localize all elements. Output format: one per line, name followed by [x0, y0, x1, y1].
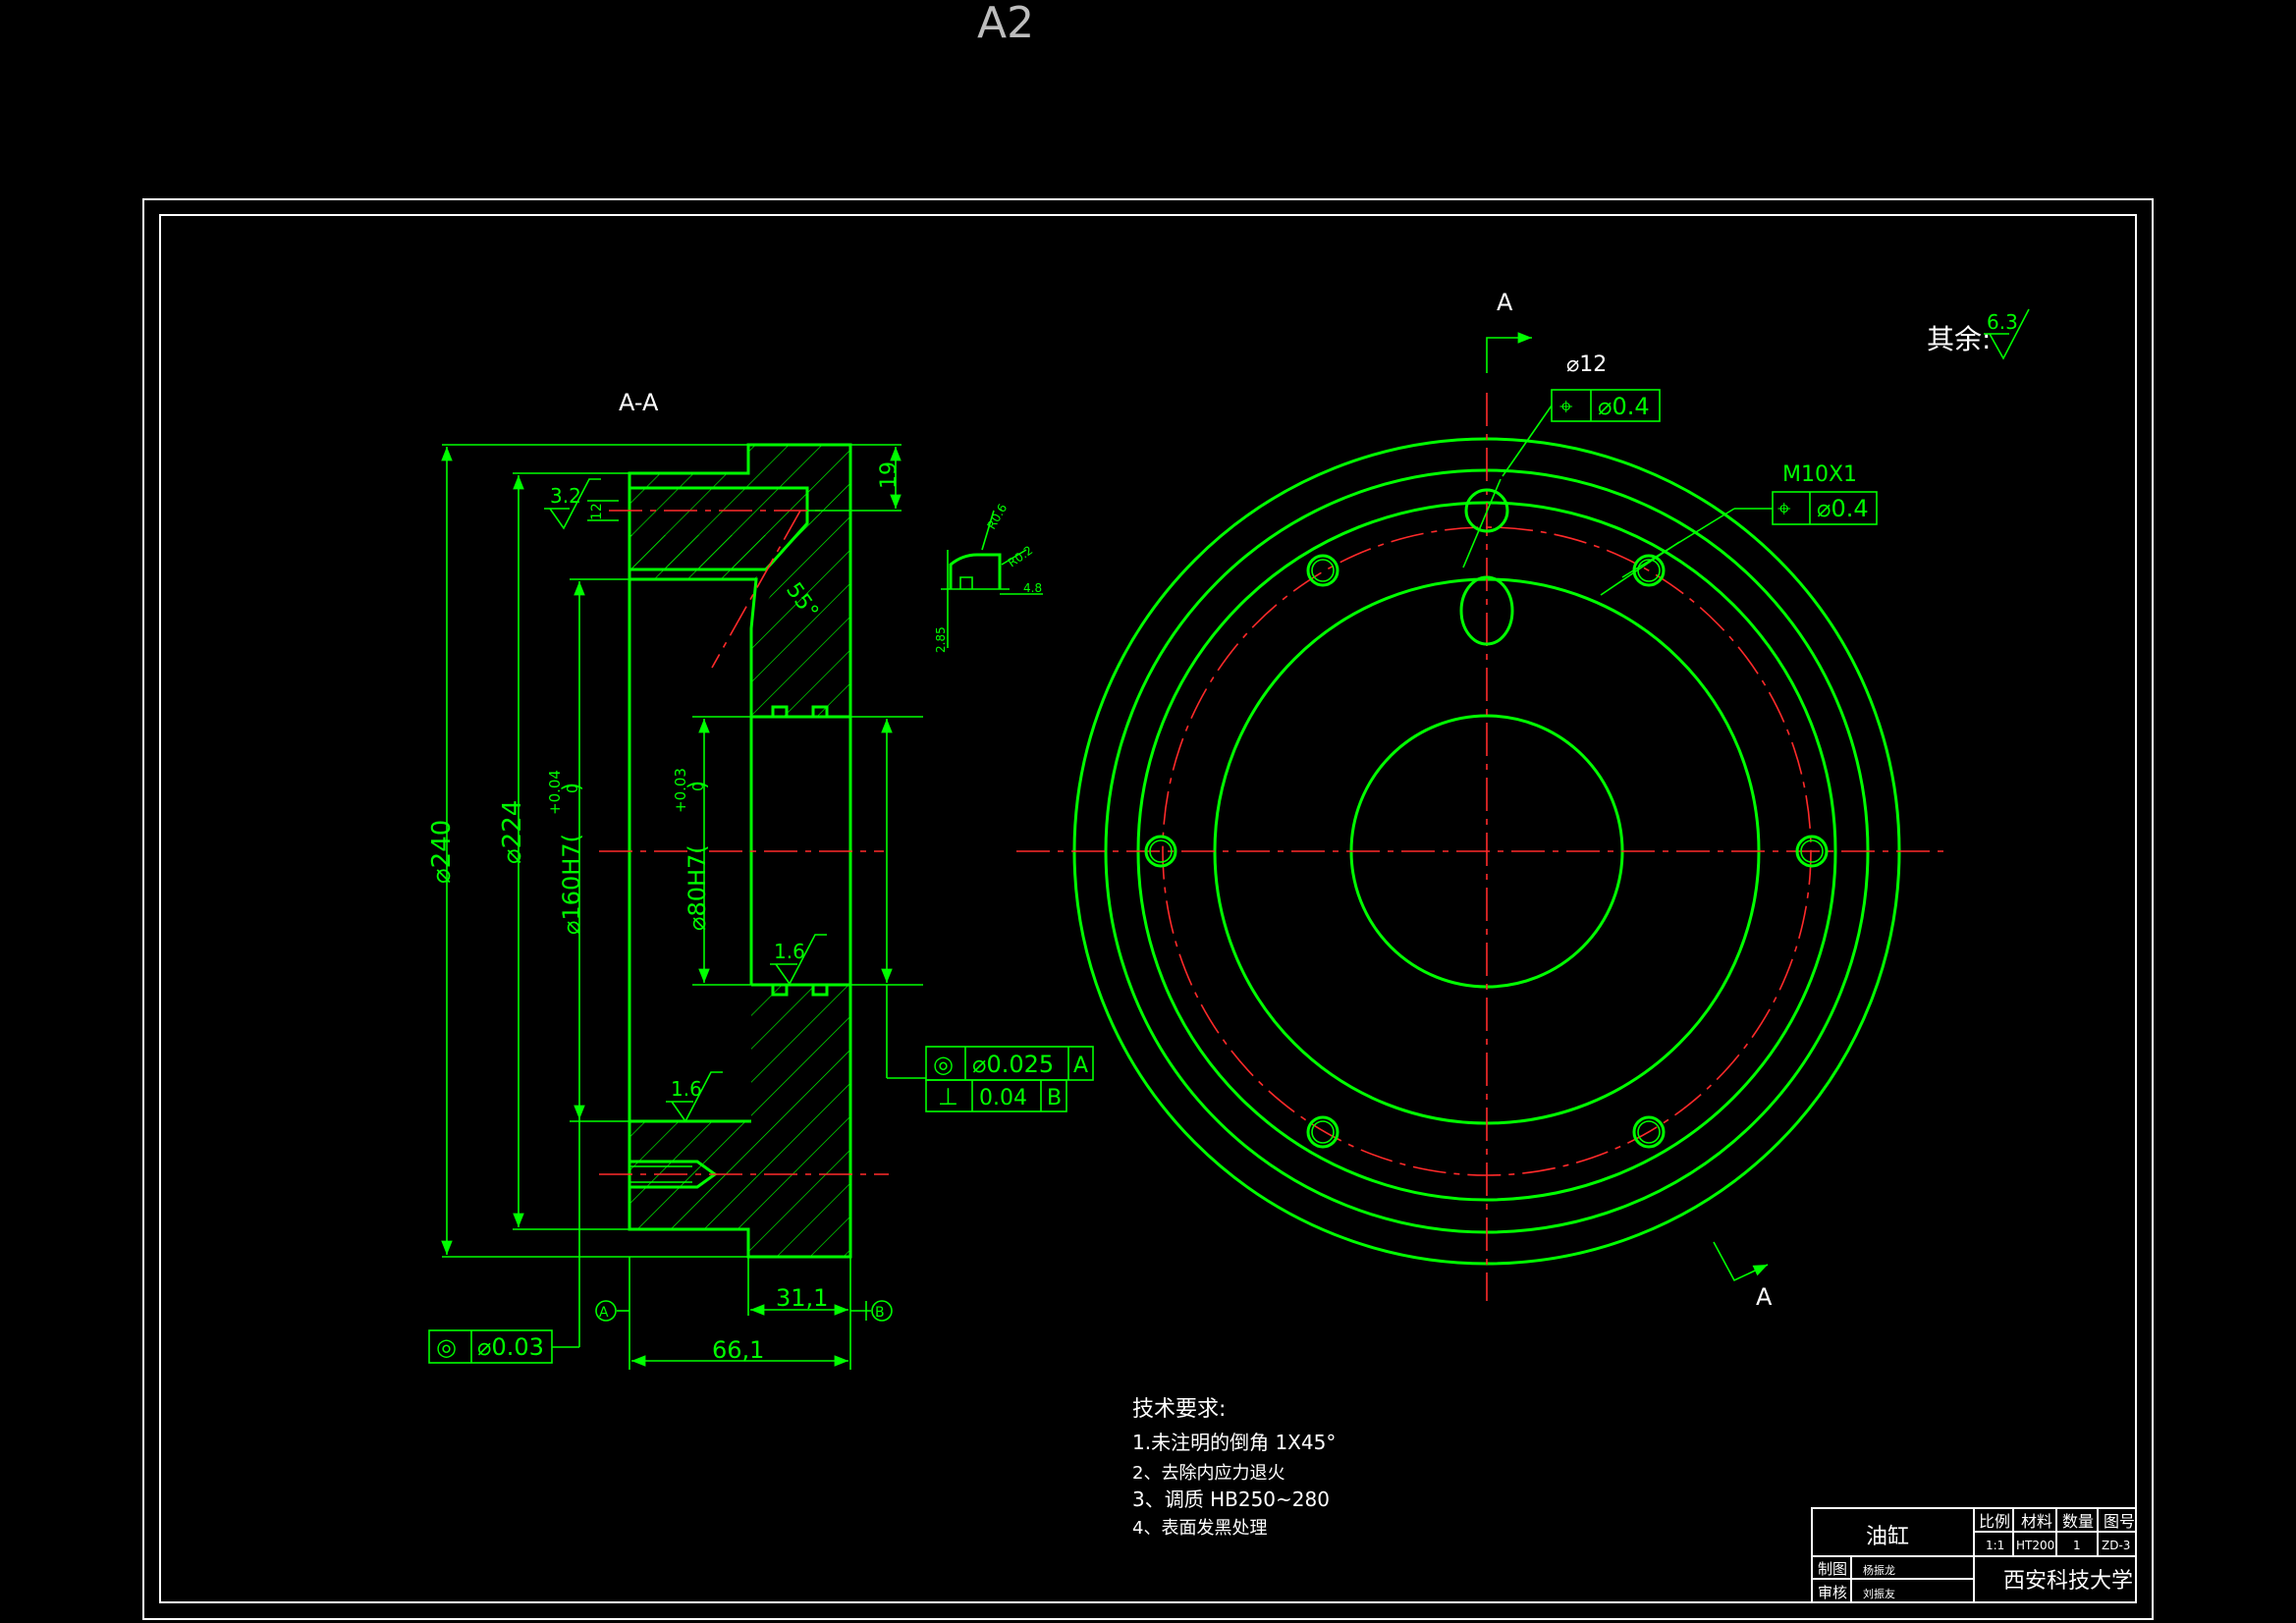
- svg-text:⌖: ⌖: [1559, 393, 1573, 420]
- svg-text:A: A: [599, 1305, 609, 1321]
- svg-text:刘振友: 刘振友: [1863, 1587, 1895, 1600]
- svg-text:B: B: [875, 1305, 885, 1321]
- svg-text:1:1: 1:1: [1986, 1539, 2004, 1552]
- rest-roughness: 其余: 6.3: [1927, 308, 2030, 360]
- svg-text:1.6: 1.6: [774, 940, 805, 963]
- part-name: 油缸: [1866, 1525, 1909, 1549]
- port-holes: [1459, 488, 1514, 646]
- dim-depth19: 19: [877, 461, 902, 489]
- svg-text:数量: 数量: [2062, 1512, 2094, 1531]
- coaxiality-frame: ◎ ⌀0.025 A: [925, 1046, 1094, 1081]
- tech-item-2: 2、去除内应力退火: [1132, 1463, 1285, 1484]
- svg-text:⌀0.4: ⌀0.4: [1817, 495, 1869, 522]
- thread-callout: M10X1: [1782, 462, 1857, 487]
- svg-text:图号: 图号: [2104, 1512, 2135, 1531]
- taper-outline: [629, 577, 758, 717]
- datum-a: A: [595, 1300, 629, 1322]
- svg-text:ZD-3: ZD-3: [2102, 1539, 2130, 1552]
- svg-text:⌀0.03: ⌀0.03: [477, 1333, 544, 1361]
- section-arrow-bottom: A: [1713, 1241, 1773, 1311]
- section-title: A-A: [619, 389, 659, 416]
- roughness-1-6-lower: 1.6: [666, 1071, 723, 1123]
- svg-text:3.2: 3.2: [550, 484, 581, 508]
- section-arrow-top: A: [1486, 289, 1532, 373]
- svg-text:材料: 材料: [2021, 1512, 2052, 1531]
- svg-text:⌖: ⌖: [1777, 495, 1791, 522]
- groove-outline: [629, 486, 809, 571]
- tech-item-3: 3、调质 HB250~280: [1132, 1488, 1330, 1511]
- dim-d224: ⌀224: [498, 800, 527, 864]
- school-name: 西安科技大学: [2003, 1569, 2133, 1594]
- title-block: 油缸 比例 材料 数量 图号 1:1 HT200 1 ZD-3 制图 审核 杨振…: [1811, 1507, 2137, 1603]
- svg-text:⌀0.4: ⌀0.4: [1598, 393, 1650, 420]
- svg-text:4.8: 4.8: [1023, 581, 1042, 595]
- inner-frame: [159, 214, 2137, 1603]
- svg-text:2.85: 2.85: [934, 626, 948, 653]
- dim-d80-tol-lo: 0: [689, 782, 707, 791]
- section-view: A-A: [427, 389, 1094, 1370]
- groove-detail: R0.6 R0.2 4.8 2.85: [934, 502, 1043, 653]
- tech-requirements: 技术要求: 1.未注明的倒角 1X45° 2、去除内应力退火 3、调质 HB25…: [1132, 1397, 1336, 1539]
- dim-d160-tol-up: +0.04: [546, 770, 564, 815]
- svg-text:A: A: [1497, 289, 1513, 316]
- section-hatch-mid: [629, 535, 766, 579]
- tech-item-4: 4、表面发黑处理: [1132, 1518, 1267, 1539]
- svg-text:其余:: 其余:: [1927, 323, 1991, 355]
- dim-len31: 31,1: [776, 1284, 828, 1312]
- section-hatch-bottom: [629, 985, 850, 1257]
- svg-text:杨振龙: 杨振龙: [1863, 1563, 1895, 1577]
- svg-text:6.3: 6.3: [1987, 310, 2018, 334]
- svg-text:⊥: ⊥: [938, 1083, 958, 1110]
- dim-d160-tol-lo: 0: [564, 784, 581, 793]
- datum-b: B: [850, 1300, 893, 1322]
- tech-item-1: 1.未注明的倒角 1X45°: [1132, 1431, 1336, 1454]
- svg-text:审核: 审核: [1818, 1584, 1847, 1601]
- svg-text:0.04: 0.04: [979, 1086, 1027, 1110]
- dim-small12: 12: [589, 503, 605, 520]
- svg-text:◎: ◎: [436, 1333, 457, 1361]
- bolt-holes: [1144, 554, 1829, 1149]
- svg-text:比例: 比例: [1979, 1512, 2010, 1531]
- thread-position-frame: ⌖ ⌀0.4: [1772, 491, 1878, 525]
- svg-text:⌀0.025: ⌀0.025: [972, 1051, 1054, 1078]
- svg-text:HT200: HT200: [2016, 1539, 2054, 1552]
- svg-text:1.6: 1.6: [671, 1077, 702, 1101]
- svg-text:A: A: [1073, 1054, 1088, 1078]
- dim-len66: 66,1: [712, 1336, 764, 1364]
- perpendicularity-frame: ⊥ 0.04 B: [925, 1079, 1067, 1112]
- hole-position-frame: ⌖ ⌀0.4: [1551, 389, 1661, 422]
- svg-text:◎: ◎: [933, 1051, 954, 1078]
- svg-text:B: B: [1047, 1086, 1062, 1110]
- svg-text:R0.6: R0.6: [984, 502, 1010, 532]
- svg-text:1: 1: [2073, 1539, 2081, 1552]
- dim-d80-close: ): [683, 781, 711, 789]
- section-hatch-top: [629, 445, 850, 717]
- hole-diameter: ⌀12: [1566, 352, 1607, 377]
- front-view: A A ⌀12 ⌖ ⌀0.4 M10X1 ⌖ ⌀0.4: [1016, 289, 1949, 1311]
- left-coaxiality-frame: ◎ ⌀0.03: [428, 1329, 553, 1364]
- sheet-size-label: A2: [977, 0, 1034, 48]
- svg-text:A: A: [1756, 1283, 1773, 1311]
- outer-frame: [142, 198, 2154, 1620]
- roughness-1-6-inner: 1.6: [770, 934, 827, 986]
- dim-d240: ⌀240: [427, 820, 457, 884]
- tech-heading: 技术要求:: [1132, 1397, 1226, 1422]
- svg-text:制图: 制图: [1818, 1560, 1847, 1578]
- svg-text:R0.2: R0.2: [1006, 543, 1035, 569]
- dim-d80: ⌀80H7(: [683, 844, 711, 931]
- dim-d160-close: ): [558, 783, 585, 791]
- dim-d160: ⌀160H7(: [558, 834, 585, 935]
- dim-d80-tol-up: +0.03: [672, 768, 689, 813]
- roughness-3-2: 3.2: [544, 478, 601, 530]
